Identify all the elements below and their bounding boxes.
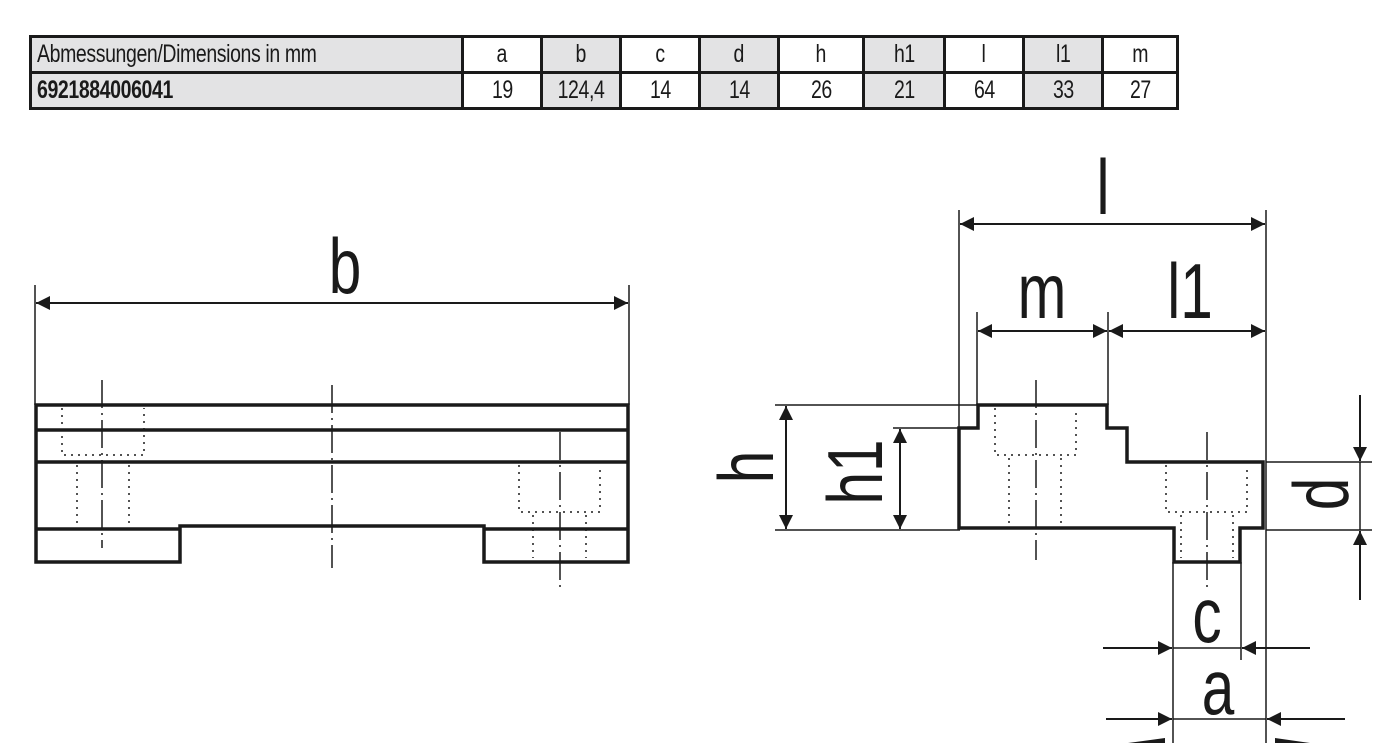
label-m: m — [1018, 248, 1067, 335]
header-c: c — [655, 40, 665, 68]
value-l1: 33 — [1052, 76, 1074, 104]
front-view — [34, 285, 630, 588]
header-l: l — [982, 40, 986, 68]
header-h1: h1 — [893, 40, 915, 68]
header-cell-m: m — [1101, 35, 1179, 74]
header-d: d — [733, 40, 745, 68]
value-l: 64 — [973, 76, 995, 104]
value-cell-l1: 33 — [1022, 71, 1104, 110]
article-number-cell: 6921884006041 — [29, 71, 464, 110]
dimensions-table: Abmessungen/Dimensions in mm a b c d h h… — [29, 35, 1179, 110]
header-label: Abmessungen/Dimensions in mm — [37, 40, 317, 68]
value-cell-c: 14 — [619, 71, 701, 110]
header-b: b — [575, 40, 587, 68]
header-label-cell: Abmessungen/Dimensions in mm — [29, 35, 464, 74]
value-m: 27 — [1129, 76, 1151, 104]
label-b: b — [329, 223, 362, 310]
label-a: a — [1202, 644, 1235, 731]
label-l: l — [1096, 144, 1109, 231]
header-h: h — [815, 40, 827, 68]
value-d: 14 — [728, 76, 750, 104]
label-d: d — [1278, 478, 1365, 511]
header-l1: l1 — [1055, 40, 1071, 68]
header-cell-h1: h1 — [862, 35, 946, 74]
value-cell-b: 124,4 — [540, 71, 622, 110]
header-cell-l1: l1 — [1022, 35, 1104, 74]
side-view — [775, 210, 1372, 743]
header-cell-h: h — [777, 35, 865, 74]
label-h1: h1 — [812, 439, 899, 504]
value-a: 19 — [491, 76, 513, 104]
value-cell-m: 27 — [1101, 71, 1179, 110]
header-a: a — [496, 40, 508, 68]
table-header-row: Abmessungen/Dimensions in mm a b c d h h… — [29, 35, 1179, 74]
header-cell-l: l — [943, 35, 1025, 74]
value-cell-d: 14 — [698, 71, 780, 110]
value-c: 14 — [649, 76, 671, 104]
header-cell-d: d — [698, 35, 780, 74]
value-h1: 21 — [893, 76, 915, 104]
header-m: m — [1132, 40, 1148, 68]
table-value-row: 6921884006041 19 124,4 14 14 26 21 64 33… — [29, 71, 1179, 110]
value-cell-h: 26 — [777, 71, 865, 110]
side-body-outline — [957, 403, 1265, 564]
label-h: h — [703, 451, 790, 484]
label-c: c — [1192, 572, 1221, 659]
article-number: 6921884006041 — [37, 76, 173, 104]
header-cell-c: c — [619, 35, 701, 74]
front-body-outline — [34, 403, 630, 564]
label-l1: l1 — [1167, 248, 1213, 335]
value-b: 124,4 — [557, 76, 605, 104]
value-cell-l: 64 — [943, 71, 1025, 110]
value-cell-a: 19 — [461, 71, 543, 110]
value-cell-h1: 21 — [862, 71, 946, 110]
header-cell-a: a — [461, 35, 543, 74]
value-h: 26 — [810, 76, 832, 104]
header-cell-b: b — [540, 35, 622, 74]
